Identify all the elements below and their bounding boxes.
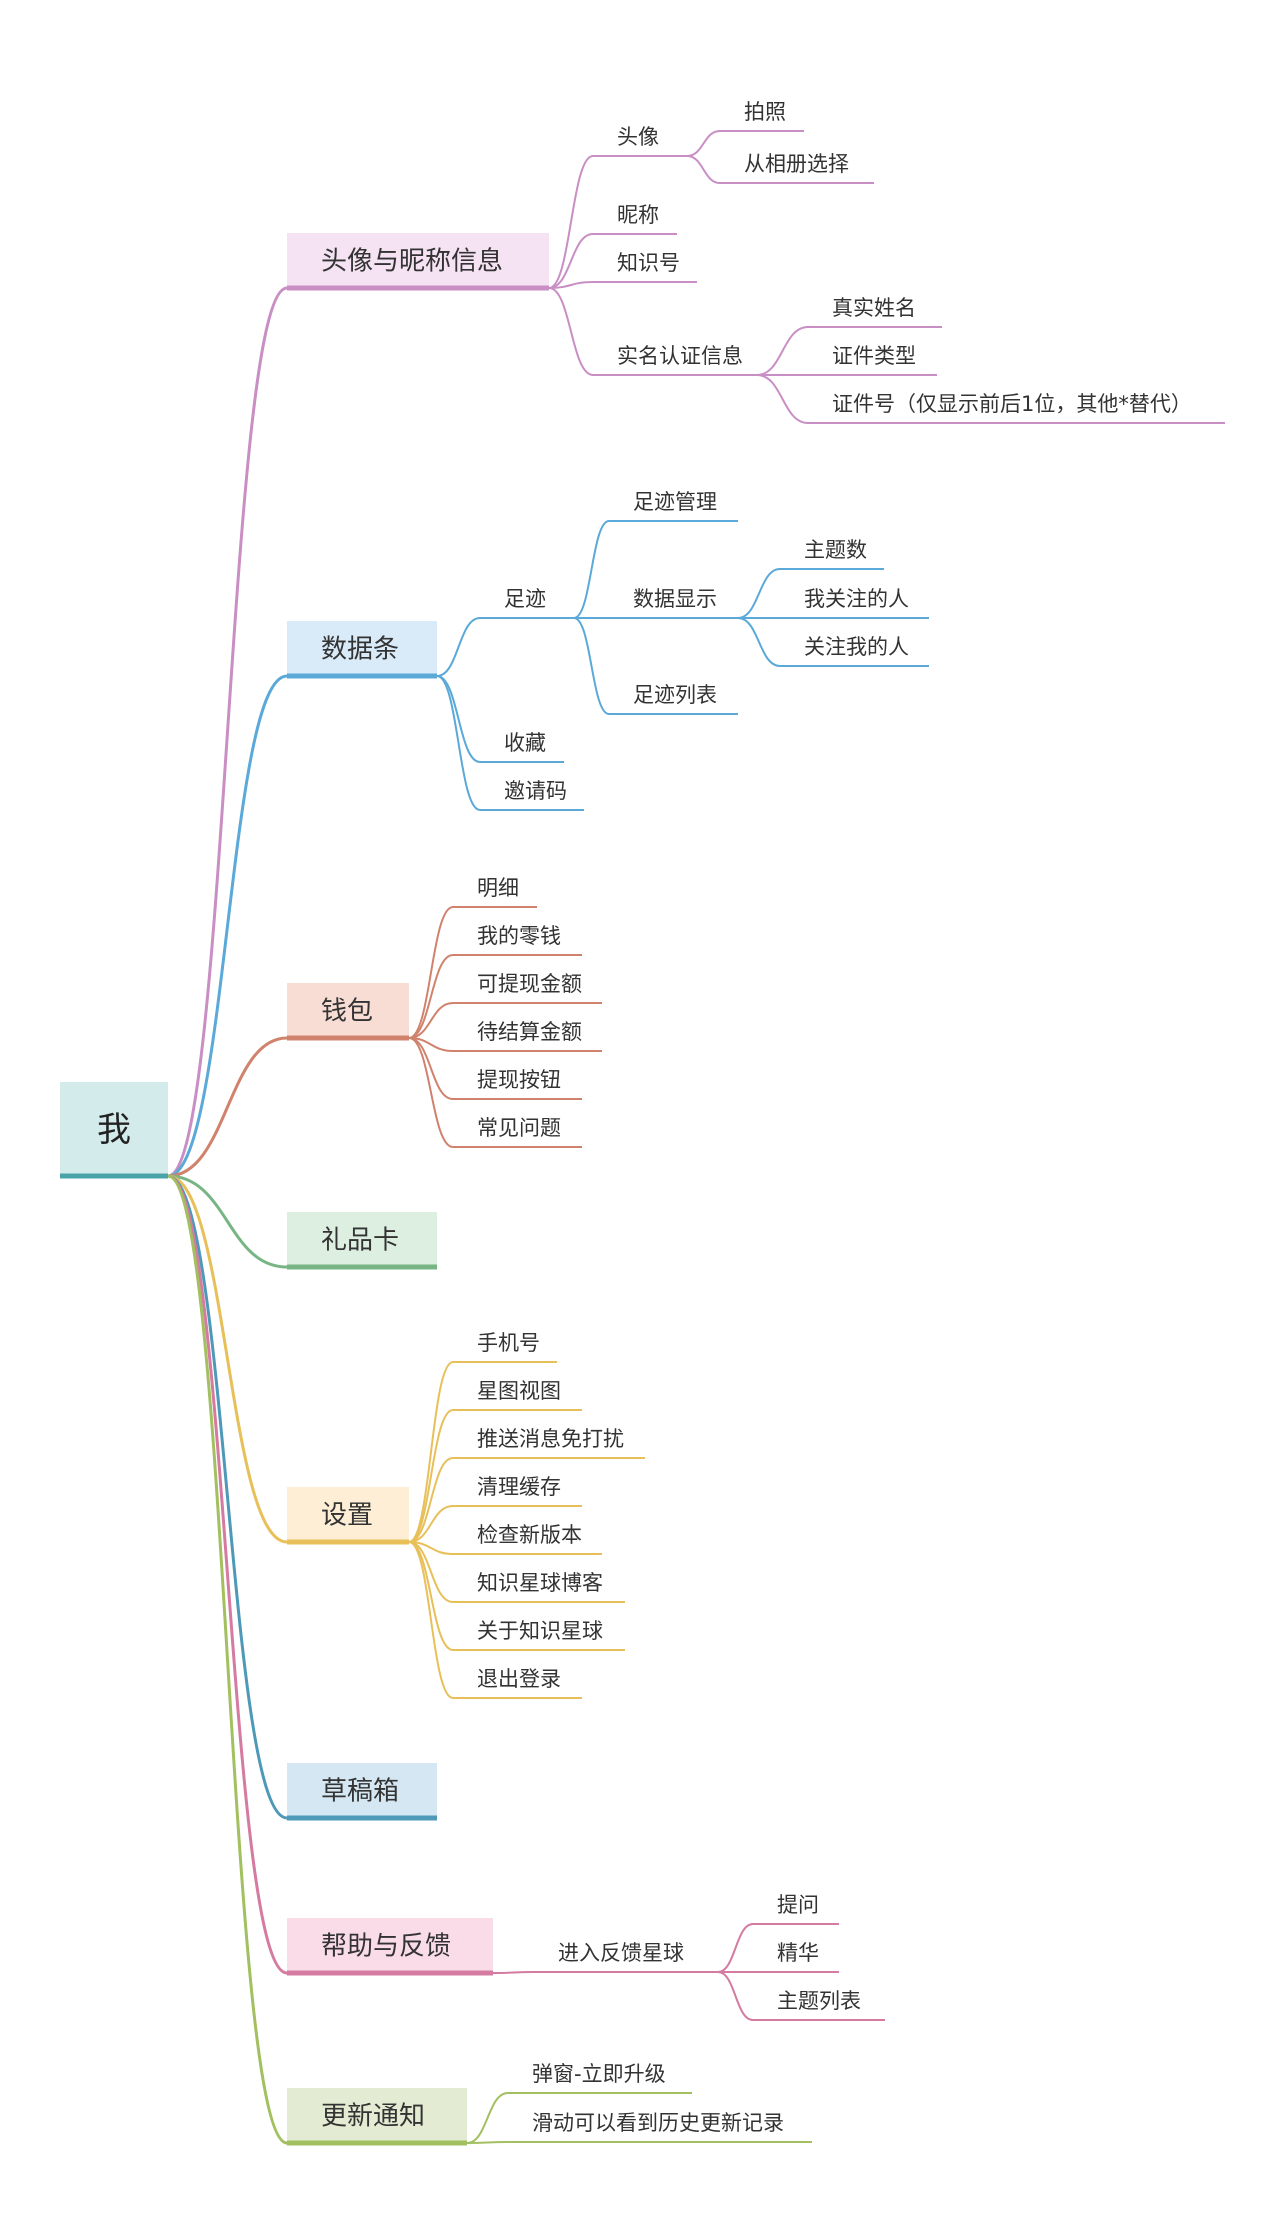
connector-line [492,1971,535,1974]
topic-node-label[interactable]: 头像 [617,125,659,149]
branch-node-label: 礼品卡 [321,1226,399,1256]
topic-node-label[interactable]: 提现按钮 [477,1068,561,1092]
connector-line [548,281,594,289]
connector-line [408,1457,454,1543]
branch-node-label: 设置 [321,1501,373,1531]
connector-line [756,326,809,376]
branch-connector [167,674,288,1178]
topic-node-label[interactable]: 弹窗-立即升级 [532,2062,666,2086]
topic-node-label[interactable]: 拍照 [744,100,786,124]
branch-node-label: 头像与昵称信息 [321,247,503,277]
topic-node-label[interactable]: 常见问题 [477,1116,561,1140]
branch-node[interactable] [287,621,437,676]
topic-node-label[interactable]: 推送消息免打扰 [477,1427,624,1451]
topic-node-label[interactable]: 可提现金额 [477,972,582,996]
connector-line [466,2092,509,2144]
topic-node-label[interactable]: 滑动可以看到历史更新记录 [532,2111,784,2135]
connector-line [717,1971,754,2021]
connector-lines [167,130,1225,2145]
root-node[interactable] [60,1082,168,1176]
connector-line [408,1505,454,1543]
branch-connector [167,286,288,1178]
connector-line [408,1541,454,1699]
topic-node-label[interactable]: 精华 [777,1941,819,1965]
branch-node[interactable] [287,233,549,288]
topic-node-label[interactable]: 足迹管理 [633,490,717,514]
connector-line [573,520,610,619]
connector-line [548,287,594,376]
topic-node-label[interactable]: 知识星球博客 [477,1571,603,1595]
topic-node-label[interactable]: 从相册选择 [744,152,849,176]
connector-line [756,374,809,424]
topic-node-label[interactable]: 关注我的人 [804,635,909,659]
topic-node-label[interactable]: 收藏 [504,731,546,755]
branch-node-label: 钱包 [321,997,373,1027]
branch-node-label: 草稿箱 [321,1777,399,1807]
branch-connector [167,1174,288,2145]
branch-node[interactable] [287,2088,467,2143]
topic-node-label[interactable]: 我的零钱 [477,924,561,948]
topic-node-label[interactable]: 邀请码 [504,779,567,803]
topic-node-label[interactable]: 检查新版本 [477,1523,582,1547]
branch-node[interactable] [287,983,409,1038]
branch-connector [167,1036,288,1178]
connector-line [737,568,781,619]
topic-node-label[interactable]: 知识号 [617,251,680,275]
branch-connector [167,1174,288,1544]
connector-line [573,617,610,715]
connector-line [408,1002,454,1039]
connector-line [408,1037,454,1148]
branch-node[interactable] [287,1918,493,1973]
connector-line [717,1923,754,1973]
topic-node-label[interactable]: 我关注的人 [804,587,909,611]
connector-line [466,2141,509,2144]
connector-line [408,1541,454,1651]
connector-line [408,954,454,1039]
connector-line [737,617,781,667]
branch-node[interactable] [287,1763,437,1818]
topic-node-label[interactable]: 进入反馈星球 [558,1941,684,1965]
topic-node-label[interactable]: 明细 [477,876,519,900]
topic-node-label[interactable]: 昵称 [617,203,659,227]
connector-line [548,155,594,289]
topic-node-label[interactable]: 主题列表 [777,1989,861,2013]
connector-line [408,906,454,1039]
branch-node-label: 数据条 [321,635,399,665]
connector-line [436,617,481,677]
topic-node-label[interactable]: 退出登录 [477,1667,561,1691]
topic-node-label[interactable]: 证件类型 [832,344,916,368]
branch-connector [167,1174,288,1269]
connector-line [436,675,481,811]
branch-node-label: 帮助与反馈 [321,1932,451,1962]
connector-line [408,1361,454,1543]
topic-node-label[interactable]: 待结算金额 [477,1020,582,1044]
topic-node-label[interactable]: 关于知识星球 [477,1619,603,1643]
branch-connector [167,1174,288,1820]
topic-node-label[interactable]: 足迹列表 [633,683,717,707]
connector-line [548,233,594,289]
branch-connector [167,1174,288,1975]
topic-node-label[interactable]: 手机号 [477,1331,540,1355]
topic-node-label[interactable]: 证件号（仅显示前后1位，其他*替代） [832,392,1192,416]
topic-node-label[interactable]: 主题数 [804,538,867,562]
connector-line [408,1409,454,1543]
topic-node-label[interactable]: 提问 [777,1893,819,1917]
topic-node-label[interactable]: 实名认证信息 [617,344,743,368]
branch-node[interactable] [287,1212,437,1267]
topic-node-label[interactable]: 真实姓名 [832,296,916,320]
branch-node-label: 更新通知 [321,2102,425,2132]
root-node-label: 我 [97,1110,131,1150]
topic-node-label[interactable]: 清理缓存 [477,1475,561,1499]
topic-node-label[interactable]: 星图视图 [477,1379,561,1403]
connector-line [686,130,721,157]
topic-node-label[interactable]: 数据显示 [633,587,717,611]
topic-node-label[interactable]: 足迹 [504,587,546,611]
connector-line [686,155,721,184]
branch-node[interactable] [287,1487,409,1542]
